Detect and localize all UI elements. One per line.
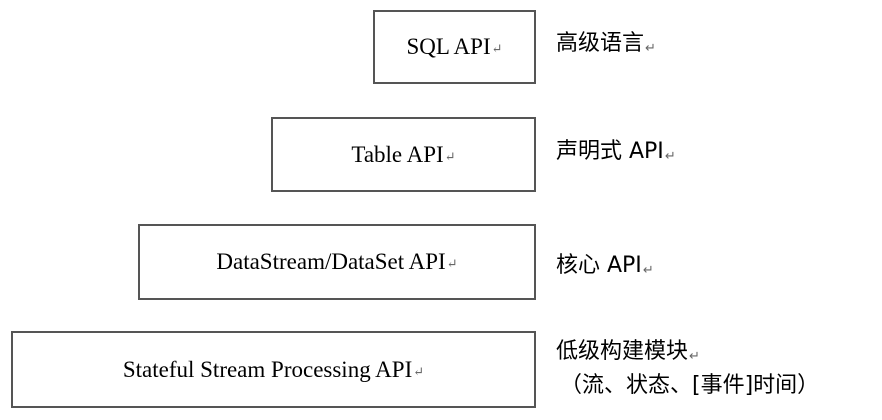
sql-api-box: SQL API↵	[373, 10, 536, 84]
datastream-dataset-api-box: DataStream/DataSet API↵	[138, 224, 536, 300]
datastream-dataset-api-description: 核心 API↵	[556, 250, 654, 285]
return-mark-icon: ↵	[645, 41, 656, 56]
table-api-box: Table API↵	[271, 117, 536, 192]
datastream-dataset-desc-text: 核心 API	[556, 253, 642, 278]
stateful-desc-sub-text: （流、状态、[事件]时间）	[560, 373, 820, 398]
sql-api-description: 高级语言↵	[556, 28, 656, 63]
return-mark-icon: ↵	[413, 363, 425, 379]
stateful-desc-text: 低级构建模块	[556, 339, 689, 364]
sql-api-desc-text: 高级语言	[556, 31, 645, 56]
return-mark-icon: ↵	[446, 256, 458, 271]
return-mark-icon: ↵	[664, 149, 676, 164]
stateful-stream-processing-api-label: Stateful Stream Processing API	[122, 356, 413, 382]
table-api-desc-text: 声明式 API	[556, 139, 664, 164]
table-api-label: Table API	[351, 141, 444, 167]
table-api-description: 声明式 API↵	[556, 136, 676, 171]
stateful-stream-processing-api-box: Stateful Stream Processing API↵	[11, 331, 536, 408]
sql-api-label: SQL API	[406, 34, 491, 59]
return-mark-icon: ↵	[491, 41, 503, 56]
stateful-api-description: 低级构建模块↵	[556, 336, 700, 371]
stateful-api-description-detail: （流、状态、[事件]时间）	[560, 370, 819, 402]
datastream-dataset-api-label: DataStream/DataSet API	[216, 249, 446, 274]
return-mark-icon: ↵	[689, 349, 700, 364]
return-mark-icon: ↵	[444, 148, 456, 164]
return-mark-icon: ↵	[642, 263, 654, 278]
